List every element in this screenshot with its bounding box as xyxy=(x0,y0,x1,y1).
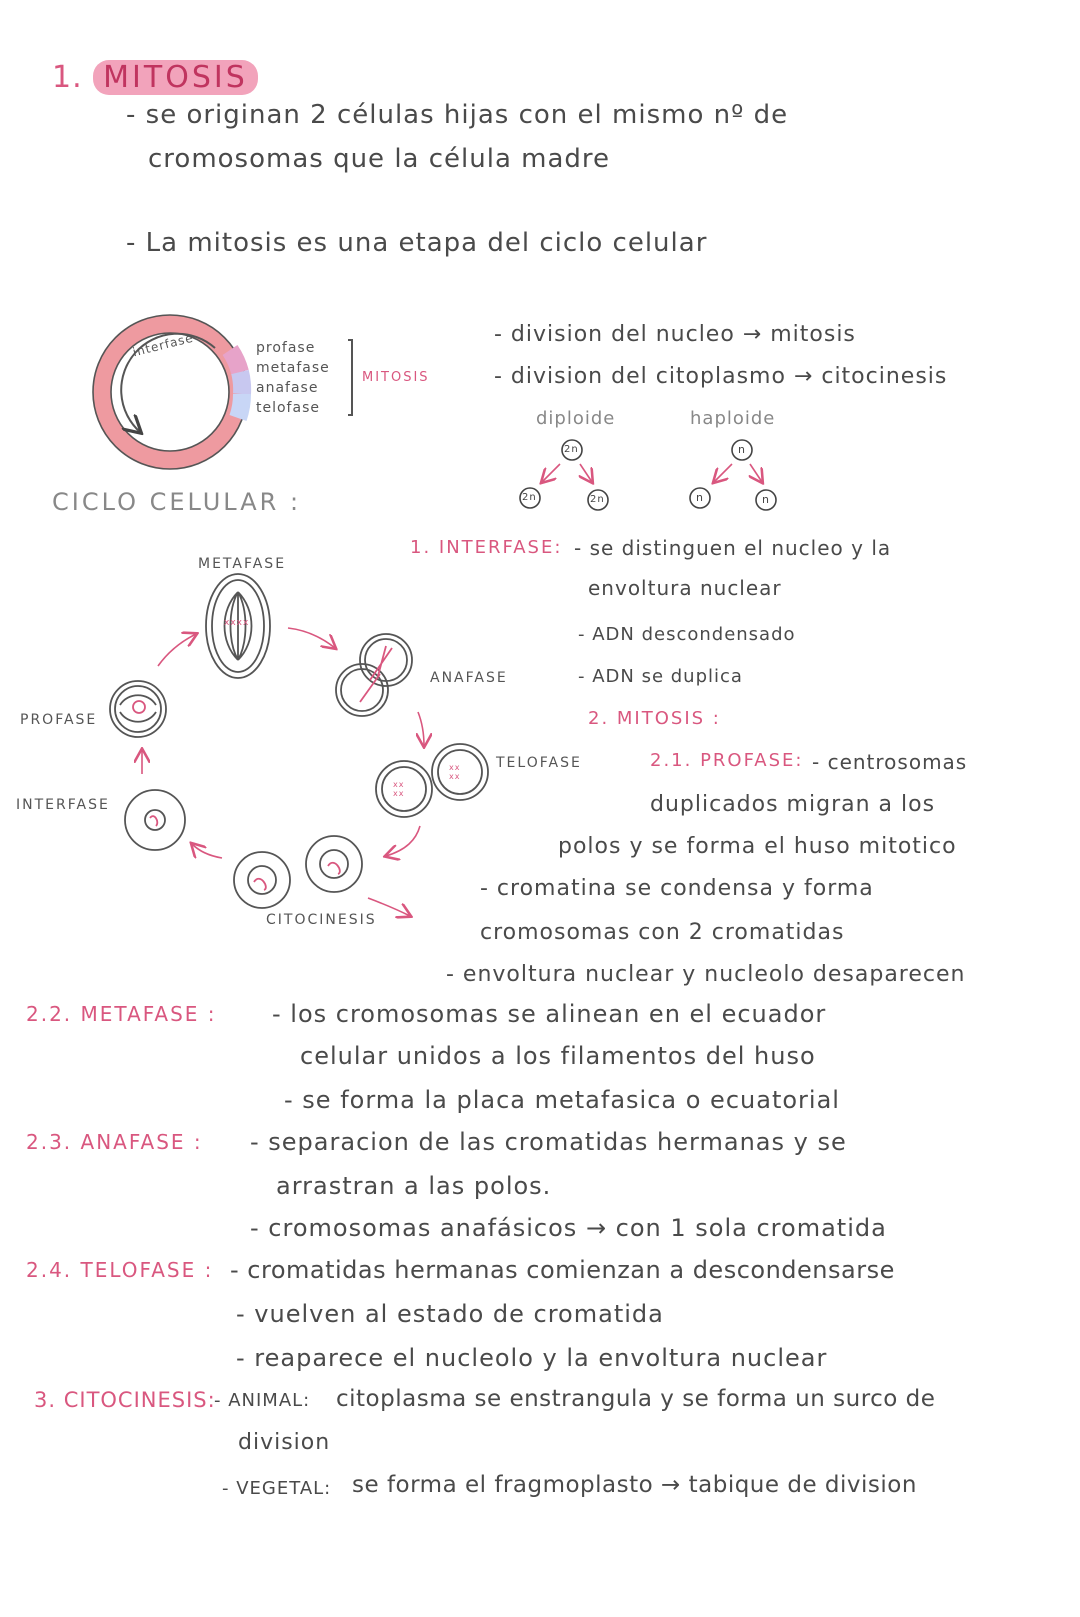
intro-line1: - se originan 2 células hijas con el mis… xyxy=(126,100,789,130)
metafase-cell xyxy=(205,573,271,679)
diploid-cell-parent: 2n xyxy=(564,444,579,455)
intro-line2: cromosomas que la célula madre xyxy=(148,144,611,174)
title-text: MITOSIS xyxy=(93,60,258,95)
diagram-label-telofase: TELOFASE xyxy=(496,755,582,771)
interfase-cell xyxy=(124,789,186,851)
metafase-line3: - se forma la placa metafasica o ecuator… xyxy=(284,1086,840,1114)
citocinesis-vegetal-label: - VEGETAL: xyxy=(222,1478,332,1499)
citocinesis-heading: 3. CITOCINESIS: xyxy=(34,1388,216,1412)
profase-line6: - envoltura nuclear y nucleolo desaparec… xyxy=(446,962,966,987)
diagram-label-profase: PROFASE xyxy=(20,712,98,728)
citocinesis-animal-label: - ANIMAL: xyxy=(214,1390,311,1411)
profase-line1: - centrosomas xyxy=(812,750,968,774)
profase-cell xyxy=(109,680,167,738)
haploid-label: haploide xyxy=(690,408,776,429)
mitosis-heading: 2. MITOSIS : xyxy=(588,708,721,729)
diagram-label-citocinesis: CITOCINESIS xyxy=(266,912,377,928)
interfase-line3: - ADN descondensado xyxy=(578,624,796,645)
ring-phase-metafase: metafase xyxy=(256,360,330,376)
ploidy-diagram xyxy=(519,439,777,511)
diploid-cell-child-right: 2n xyxy=(590,494,605,505)
cycle-arrows xyxy=(142,627,424,916)
diagram-label-anafase: ANAFASE xyxy=(430,670,508,686)
interfase-line4: - ADN se duplica xyxy=(578,666,743,687)
ring-phase-anafase: anafase xyxy=(256,380,319,396)
citocinesis-animal-text: citoplasma se enstrangula y se forma un … xyxy=(336,1386,936,1412)
ring-phase-list: profase metafase anafase telofase xyxy=(256,338,330,418)
anafase-line3: - cromosomas anafásicos → con 1 sola cro… xyxy=(250,1214,887,1242)
diploid-cell-child-left: 2n xyxy=(522,492,537,503)
ring-phase-telofase: telofase xyxy=(256,400,320,416)
anafase-cell xyxy=(335,633,413,717)
interfase-line2: envoltura nuclear xyxy=(588,576,782,600)
title-number: 1. xyxy=(52,60,83,95)
diagram-label-metafase: METAFASE xyxy=(198,556,287,572)
profase-line4: - cromatina se condensa y forma xyxy=(480,876,874,901)
telofase-line2: - vuelven al estado de cromatida xyxy=(236,1300,664,1328)
division-line2: - division del citoplasmo → citocinesis xyxy=(494,364,948,389)
diploid-label: diploide xyxy=(536,408,616,429)
diagram-label-interfase: INTERFASE xyxy=(16,797,110,813)
profase-line2: duplicados migran a los xyxy=(650,792,936,817)
profase-heading: 2.1. PROFASE: xyxy=(650,750,804,771)
profase-line5: cromosomas con 2 cromatidas xyxy=(480,920,845,945)
interfase-line1: - se distinguen el nucleo y la xyxy=(574,536,892,560)
profase-line3: polos y se forma el huso mitotico xyxy=(558,834,957,859)
interfase-heading: 1. INTERFASE: xyxy=(410,537,563,558)
metafase-line2: celular unidos a los filamentos del huso xyxy=(300,1042,816,1070)
haploid-cell-parent: n xyxy=(738,443,746,456)
telofase-heading: 2.4. TELOFASE : xyxy=(26,1258,214,1282)
ring-mitosis-label: MITOSIS xyxy=(362,370,430,385)
metafase-heading: 2.2. METAFASE : xyxy=(26,1002,217,1026)
ring-phase-profase: profase xyxy=(256,340,316,356)
citocinesis-animal-text2: division xyxy=(238,1430,331,1455)
haploid-cell-child-right: n xyxy=(762,493,770,506)
cycle-caption: CICLO CELULAR : xyxy=(52,488,302,516)
telofase-marks-left: xx xx xyxy=(393,780,405,798)
anafase-line2: arrastran a las polos. xyxy=(276,1172,552,1200)
metafase-chromosome-marks: xxxx xyxy=(224,618,250,628)
haploid-cell-child-left: n xyxy=(696,491,704,504)
title: 1. MITOSIS xyxy=(52,60,258,95)
citocinesis-vegetal-text: se forma el fragmoplasto → tabique de di… xyxy=(352,1472,917,1498)
telofase-cells xyxy=(375,743,489,818)
division-line1: - division del nucleo → mitosis xyxy=(494,322,856,347)
intro-line3: - La mitosis es una etapa del ciclo celu… xyxy=(126,228,708,258)
cell-cycle-ring xyxy=(92,314,353,470)
telofase-line1: - cromatidas hermanas comienzan a descon… xyxy=(230,1256,895,1284)
telofase-marks-right: xx xx xyxy=(449,763,461,781)
citocinesis-cells xyxy=(233,835,363,909)
telofase-line3: - reaparece el nucleolo y la envoltura n… xyxy=(236,1344,828,1372)
metafase-line1: - los cromosomas se alinean en el ecuado… xyxy=(272,1000,827,1028)
anafase-heading: 2.3. ANAFASE : xyxy=(26,1130,203,1154)
anafase-line1: - separacion de las cromatidas hermanas … xyxy=(250,1128,847,1156)
